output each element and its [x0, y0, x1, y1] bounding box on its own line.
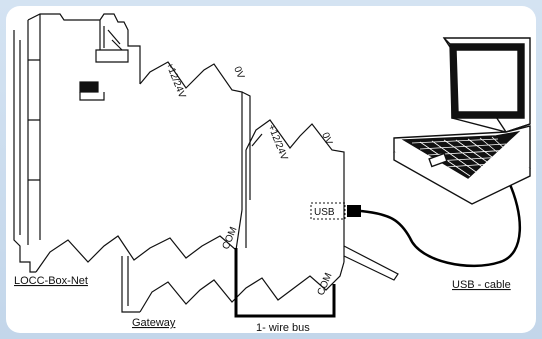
diagram-panel: +12/24V 0V +12/24V 0V COM COM USB LOCC-B… — [6, 6, 536, 333]
usb-cable-label: USB - cable — [452, 279, 511, 291]
locc-box-net-device — [13, 13, 251, 273]
usb-plug — [347, 205, 361, 217]
voltage-label-left-0v: 0V — [231, 65, 246, 81]
wiring-diagram: +12/24V 0V +12/24V 0V COM COM USB LOCC-B… — [13, 13, 531, 333]
voltage-label-right-0v: 0V — [319, 131, 334, 147]
laptop-icon — [393, 37, 531, 205]
gateway-device — [121, 119, 399, 313]
usb-cable — [360, 179, 522, 268]
usb-port-box — [310, 202, 346, 220]
one-wire-bus — [234, 248, 336, 318]
locc-box-net-label: LOCC-Box-Net — [14, 275, 88, 287]
gateway-label: Gateway — [132, 317, 176, 329]
voltage-label-left-plus: +12/24V — [163, 61, 187, 100]
usb-port-label: USB — [314, 207, 335, 218]
wire-bus-label: 1- wire bus — [256, 322, 310, 333]
usb-connector — [310, 202, 361, 220]
